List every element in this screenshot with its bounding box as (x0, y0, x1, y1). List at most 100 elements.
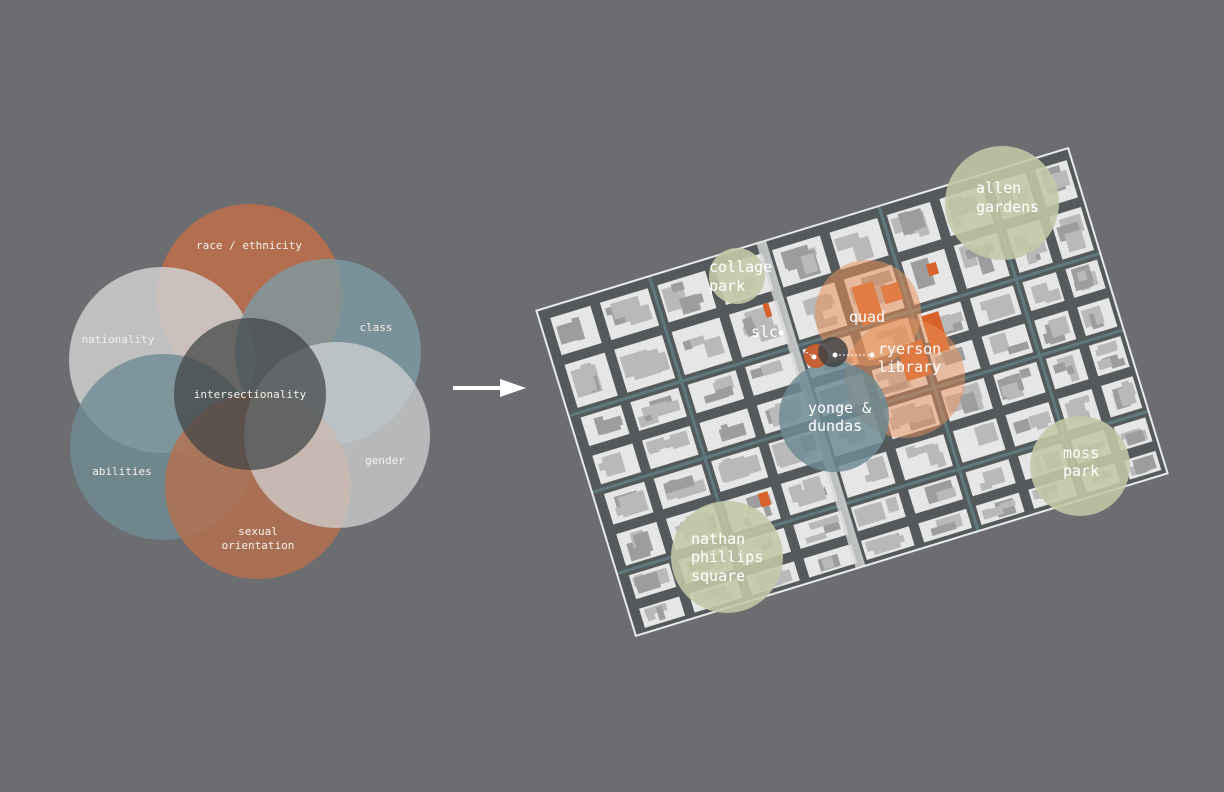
building-footprint (1047, 315, 1071, 338)
building-footprint (1019, 367, 1032, 379)
building-footprint (1126, 382, 1136, 397)
venn-center-intersectionality (174, 318, 326, 470)
map-label-collage-park-1: collage (709, 258, 772, 276)
venn-label-abilities: abilities (92, 465, 152, 478)
venn-label-sexual-orientation-2: orientation (222, 539, 295, 552)
building-footprint (982, 466, 1006, 488)
city-block (745, 352, 802, 396)
building-footprint (674, 479, 707, 500)
building-footprint (1096, 357, 1113, 371)
building-footprint (689, 335, 706, 348)
venn-label-intersectionality: intersectionality (194, 388, 307, 401)
downtown-toronto-map: allen gardens collage park quad slc ryer… (535, 146, 1169, 638)
venn-label-race-ethnicity: race / ethnicity (196, 239, 302, 252)
building-footprint (1000, 381, 1020, 398)
building-footprint (885, 496, 900, 514)
building-footprint (794, 484, 827, 508)
building-footprint (805, 532, 828, 544)
building-footprint (670, 281, 685, 293)
building-footprint (617, 489, 649, 518)
building-footprint (1025, 240, 1048, 257)
building-footprint (935, 486, 957, 502)
building-footprint (1110, 357, 1126, 369)
building-footprint (663, 475, 696, 494)
building-footprint (897, 211, 914, 236)
intersectionality-venn: race / ethnicity class gender sexual ori… (69, 204, 430, 579)
building-footprint (722, 457, 735, 474)
building-footprint (641, 400, 670, 417)
building-footprint (580, 362, 598, 393)
library-point (869, 352, 875, 358)
building-footprint (930, 521, 957, 537)
building-footprint (1125, 429, 1146, 446)
map-circle-nathan-phillips (671, 501, 783, 613)
building-footprint (1073, 277, 1095, 292)
building-footprint (934, 451, 947, 468)
building-footprint (601, 451, 626, 478)
venn-label-sexual-orientation-1: sexual (238, 525, 278, 538)
building-footprint (1012, 418, 1032, 435)
building-footprint (1065, 364, 1075, 375)
building-footprint (669, 430, 691, 450)
building-footprint (853, 501, 887, 528)
building-footprint (1007, 341, 1030, 355)
building-footprint (732, 460, 760, 477)
building-footprint (703, 389, 730, 404)
map-label-slc: slc (751, 323, 778, 341)
city-block (671, 317, 733, 376)
building-footprint (879, 541, 893, 553)
building-footprint (626, 303, 653, 326)
building-footprint (787, 483, 804, 496)
building-footprint (913, 259, 926, 272)
map-label-yonge-dundas-1: yonge & (808, 399, 871, 417)
building-footprint (981, 508, 993, 520)
map-label-nathan-phillips-3: square (691, 567, 745, 585)
building-footprint (760, 359, 784, 377)
building-footprint (633, 575, 649, 591)
map-circle-moss-park (1030, 416, 1130, 516)
building-footprint (1091, 305, 1105, 325)
building-footprint (821, 556, 835, 570)
building-footprint (1071, 238, 1087, 251)
building-footprint (1052, 362, 1067, 374)
building-footprint (599, 417, 622, 435)
map-label-moss-park-1: moss (1063, 444, 1099, 462)
map-label-ryerson-library-2: library (878, 358, 941, 376)
map-label-ryerson-library-1: ryerson (878, 340, 941, 358)
building-footprint (983, 293, 1016, 322)
building-footprint (808, 514, 840, 531)
map-circle-yonge-dundas (779, 362, 889, 472)
right-arrow-icon (453, 379, 526, 397)
venn-label-class: class (359, 321, 392, 334)
map-label-quad: quad (849, 308, 885, 326)
venn-label-gender: gender (365, 454, 405, 467)
map-label-nathan-phillips-1: nathan (691, 530, 745, 548)
center-point (832, 352, 838, 358)
map-label-allen-gardens-1: allen (976, 179, 1021, 197)
building-footprint (655, 605, 666, 621)
map-label-yonge-dundas-2: dundas (808, 417, 862, 435)
building-footprint (988, 332, 1011, 355)
building-footprint (833, 232, 862, 252)
building-footprint (800, 252, 819, 275)
building-footprint (745, 324, 758, 337)
building-footprint (682, 339, 693, 351)
building-footprint (999, 499, 1016, 510)
building-footprint (1026, 253, 1038, 265)
building-footprint (864, 469, 889, 483)
map-circle-allen-gardens (945, 146, 1059, 260)
map-label-allen-gardens-2: gardens (976, 198, 1039, 216)
building-footprint (718, 422, 747, 442)
building-footprint (1028, 410, 1052, 429)
building-footprint (645, 609, 656, 622)
map-label-nathan-phillips-2: phillips (691, 548, 763, 566)
map-label-collage-park-2: park (709, 277, 745, 295)
building-footprint (556, 320, 584, 345)
city-block (895, 434, 953, 481)
venn-label-nationality: nationality (82, 333, 155, 346)
building-footprint (905, 445, 918, 459)
building-footprint (871, 508, 886, 520)
building-footprint (1068, 398, 1089, 421)
building-footprint (1037, 282, 1050, 298)
